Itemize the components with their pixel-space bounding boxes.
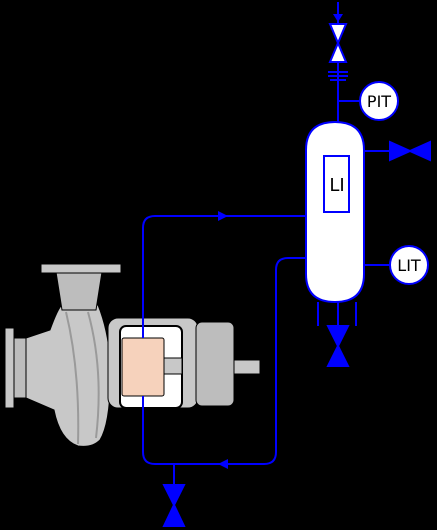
flow-arrow-left (218, 459, 228, 469)
centrifugal-pump-icon (4, 263, 261, 447)
discharge-flange (40, 263, 122, 274)
li-label: LI (329, 175, 344, 196)
seal-outlet-line (142, 215, 306, 338)
suction-flange (4, 327, 15, 409)
flow-arrow-right (218, 211, 228, 221)
flow-arrow-down (333, 14, 343, 22)
lit-label: LIT (397, 256, 421, 275)
level-gauge (323, 155, 350, 213)
suction-nozzle (13, 337, 27, 399)
pressure-transmitter[interactable]: PIT (359, 81, 399, 121)
pit-bubble (359, 81, 399, 121)
lit-bubble (389, 245, 429, 285)
vent-valve-icon[interactable] (389, 140, 431, 162)
pit-label: PIT (367, 92, 391, 111)
seal-chamber (121, 337, 165, 397)
motor (195, 321, 235, 407)
seal-return-line (142, 257, 306, 465)
discharge-nozzle (55, 271, 103, 311)
inlet-valve-icon[interactable] (328, 23, 348, 63)
flange-pair (328, 71, 348, 81)
level-indicator[interactable]: LI (323, 155, 350, 213)
vessel-drain-valve-icon[interactable] (326, 325, 350, 367)
shaft (233, 359, 261, 375)
level-transmitter[interactable]: LIT (389, 245, 429, 285)
line-drain-valve-icon[interactable] (162, 484, 186, 527)
